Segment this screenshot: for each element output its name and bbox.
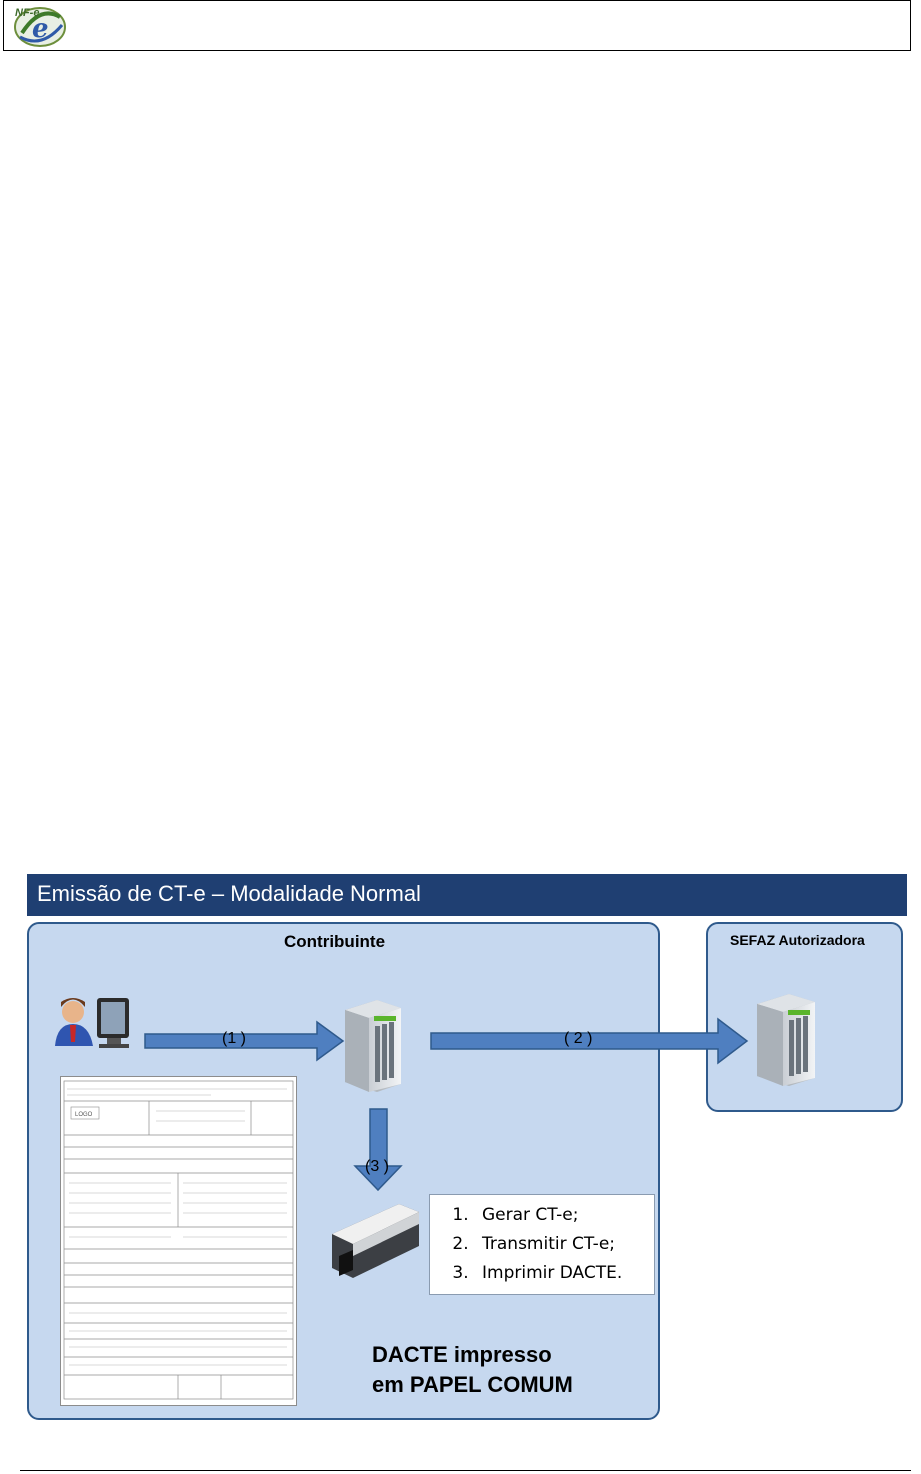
steps-list: Gerar CT-e; Transmitir CT-e; Imprimir DA… (430, 1195, 654, 1288)
diagram-title: Emissão de CT-e – Modalidade Normal (37, 881, 421, 906)
step-item: Imprimir DACTE. (474, 1259, 654, 1288)
diagram-shapes (55, 994, 815, 1278)
dacte-document-image: LOGO (60, 1076, 297, 1406)
contribuinte-server-icon (345, 1000, 401, 1092)
title-bar: Emissão de CT-e – Modalidade Normal (27, 874, 907, 916)
arrow-3 (353, 1108, 403, 1192)
arrow-3-label: (3 ) (365, 1158, 389, 1175)
arrow-1 (144, 1020, 345, 1062)
arrow-1-label: (1 ) (222, 1030, 246, 1047)
nfe-logo: e NF-e (14, 7, 66, 47)
document-form-lines: LOGO (63, 1080, 294, 1400)
printer-icon (332, 1204, 419, 1278)
footer-rule (20, 1470, 911, 1471)
page-header: e NF-e (3, 0, 911, 51)
user-computer-icon (55, 998, 129, 1048)
sefaz-label: SEFAZ Autorizadora (730, 932, 865, 948)
arrow-2 (430, 1017, 749, 1065)
sefaz-server-icon (757, 994, 815, 1086)
logo-text: NF-e (15, 7, 39, 19)
dacte-caption-line2: em PAPEL COMUM (372, 1372, 573, 1397)
step-item: Transmitir CT-e; (474, 1230, 654, 1259)
steps-box: Gerar CT-e; Transmitir CT-e; Imprimir DA… (429, 1194, 655, 1295)
contribuinte-label: Contribuinte (284, 932, 386, 951)
dacte-caption-line1: DACTE impresso (372, 1342, 552, 1367)
arrow-2-label: ( 2 ) (564, 1030, 593, 1047)
document-logo-text: LOGO (75, 1112, 93, 1118)
step-item: Gerar CT-e; (474, 1201, 654, 1230)
svg-text:e: e (32, 14, 49, 44)
dacte-caption: DACTE impresso em PAPEL COMUM (372, 1340, 573, 1400)
ct-e-emission-diagram: Emissão de CT-e – Modalidade Normal Cont… (27, 874, 907, 1426)
